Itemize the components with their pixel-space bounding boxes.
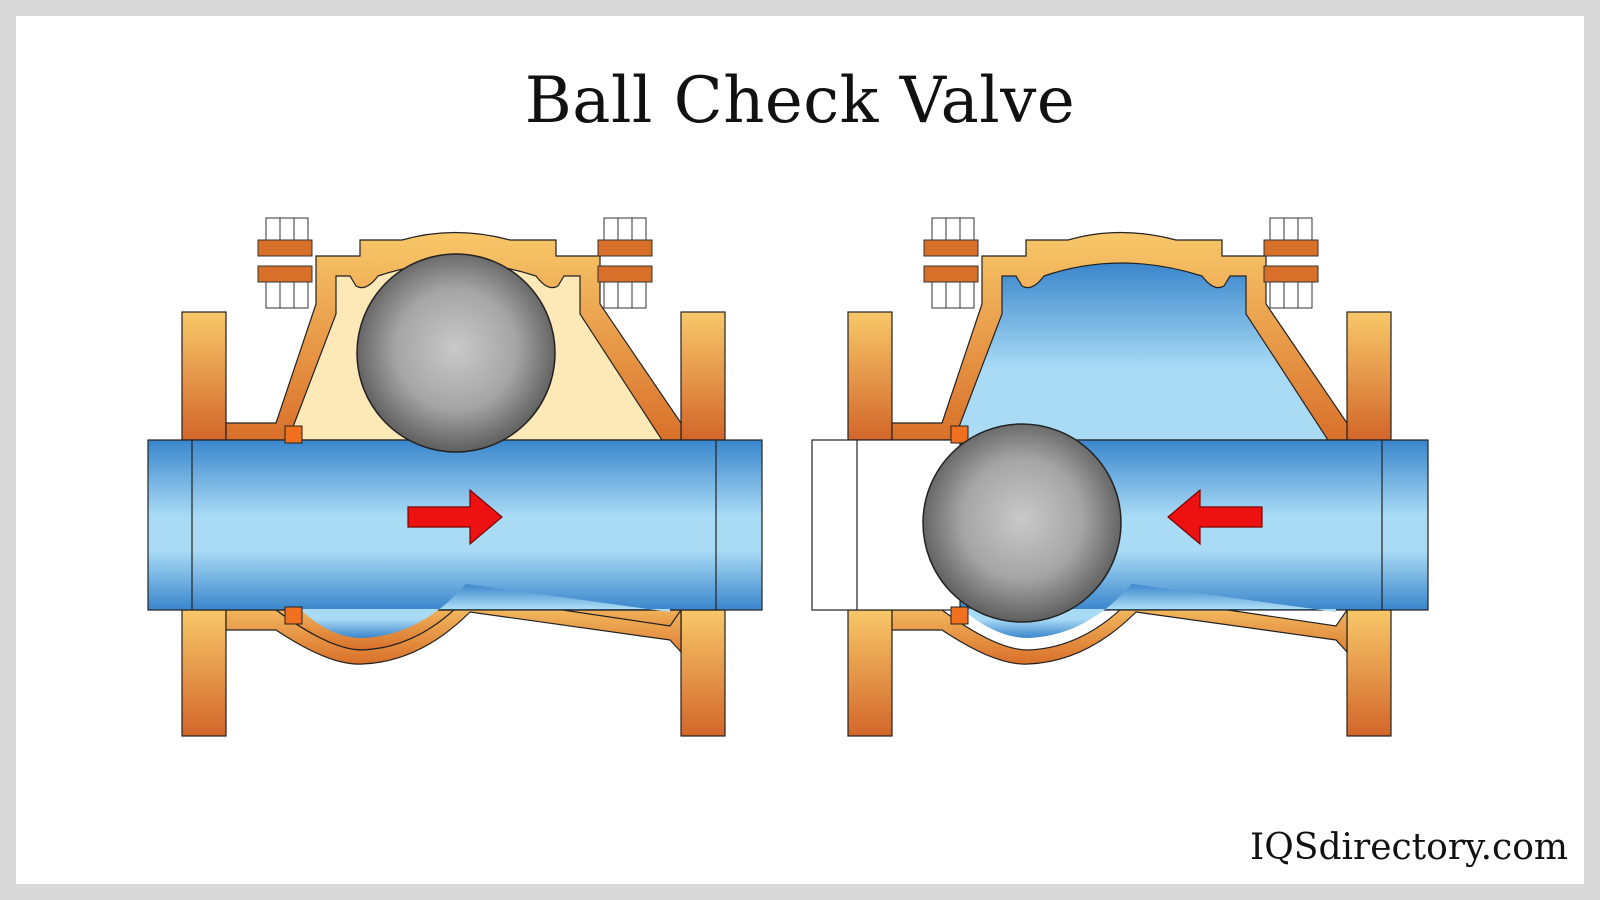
right-valve-closed [811,217,1429,737]
right-ball [922,423,1122,623]
left-outlet-flange-top [680,311,726,441]
right-cavity-fluid [953,262,1330,441]
ball-check-valve-diagram [147,217,1429,737]
right-seat-top [950,425,969,444]
right-bolt-left [923,217,979,309]
source-watermark: IQSdirectory.com [1250,827,1568,868]
left-inlet-flange-top [181,311,227,441]
right-outlet-flange-bottom [1346,609,1392,737]
left-ball [356,253,556,453]
right-flow-arrow-left [1167,488,1263,546]
figure-frame: Ball Check Valve [16,16,1584,884]
right-body-lower-wall [891,595,1348,665]
left-outlet-flange-bottom [680,609,726,737]
left-bolt-left [257,217,313,309]
left-flow-arrow-right [407,488,503,546]
right-bolt-right [1263,217,1319,309]
left-body-lower-wall-left [225,595,682,665]
right-inlet-flange-top [847,311,893,441]
left-pocket-fluid [300,584,670,638]
left-valve-open [147,217,763,737]
right-pocket-fluid [962,584,1336,638]
right-inlet-flange-bottom [847,609,893,737]
right-seat-bottom [950,606,969,625]
left-seat-top [284,425,303,444]
left-inlet-flange-bottom [181,609,227,737]
page-title: Ball Check Valve [524,64,1076,138]
left-bolt-right [597,217,653,309]
left-seat-bottom [284,606,303,625]
right-outlet-flange-top [1346,311,1392,441]
